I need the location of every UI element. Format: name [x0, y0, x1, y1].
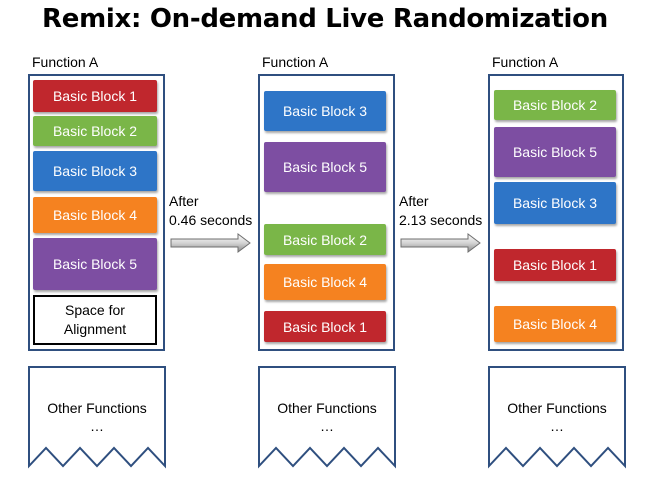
transition-1-line2: 0.46 seconds: [169, 212, 253, 228]
other-functions-box-3: [488, 366, 626, 469]
other-functions-line1: Other Functions: [47, 400, 147, 416]
function-a-label-3: Function A: [492, 54, 559, 70]
other-functions-label-2: Other Functions …: [258, 399, 396, 435]
transition-label-2: After 2.13 seconds: [399, 192, 482, 230]
basic-block-5: Basic Block 5: [494, 127, 616, 177]
right-arrow-icon: [400, 233, 481, 253]
basic-block-4: Basic Block 4: [264, 264, 386, 300]
basic-block-2: Basic Block 2: [494, 90, 616, 120]
ellipsis: …: [550, 418, 564, 434]
alignment-space: Space for Alignment: [33, 295, 157, 345]
basic-block-5: Basic Block 5: [33, 238, 157, 290]
transition-label-1: After 0.46 seconds: [169, 192, 252, 230]
page-title: Remix: On-demand Live Randomization: [42, 4, 608, 34]
basic-block-5: Basic Block 5: [264, 142, 386, 192]
other-functions-label-3: Other Functions …: [488, 399, 626, 435]
alignment-space-line1: Space for: [65, 302, 125, 318]
alignment-space-line2: Alignment: [63, 321, 127, 337]
other-functions-box-2: [258, 366, 396, 469]
basic-block-3: Basic Block 3: [264, 91, 386, 131]
basic-block-1: Basic Block 1: [494, 249, 616, 281]
basic-block-2: Basic Block 2: [264, 224, 386, 255]
basic-block-3: Basic Block 3: [494, 182, 616, 224]
ellipsis: …: [320, 418, 334, 434]
function-a-label-2: Function A: [262, 54, 329, 70]
basic-block-1: Basic Block 1: [264, 311, 386, 342]
basic-block-4: Basic Block 4: [494, 306, 616, 342]
right-arrow-icon: [170, 233, 251, 253]
function-a-label-1: Function A: [32, 54, 99, 70]
other-functions-label-1: Other Functions …: [28, 399, 166, 435]
basic-block-1: Basic Block 1: [33, 80, 157, 112]
other-functions-line1: Other Functions: [277, 400, 377, 416]
basic-block-3: Basic Block 3: [33, 151, 157, 191]
basic-block-2: Basic Block 2: [33, 116, 157, 146]
ellipsis: …: [90, 418, 104, 434]
transition-2-line1: After: [399, 193, 429, 209]
other-functions-box-1: [28, 366, 166, 469]
other-functions-line1: Other Functions: [507, 400, 607, 416]
basic-block-4: Basic Block 4: [33, 197, 157, 233]
transition-1-line1: After: [169, 193, 199, 209]
transition-2-line2: 2.13 seconds: [399, 212, 483, 228]
